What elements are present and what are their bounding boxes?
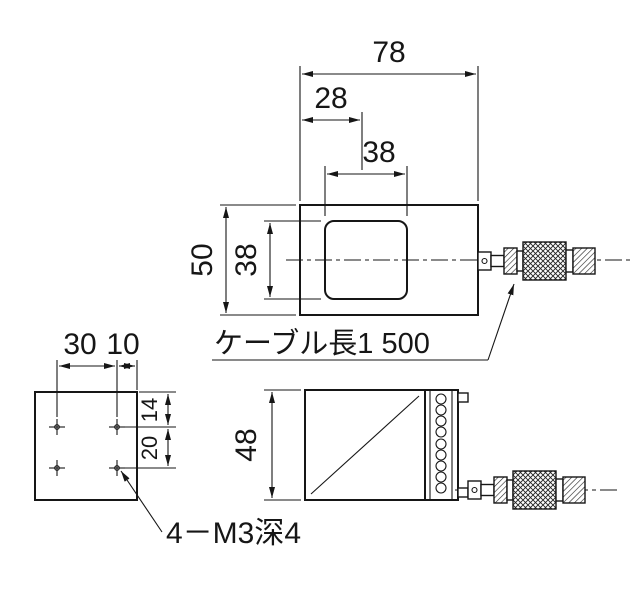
mounting-face-dimensions: 30 10 14 20: [56, 328, 176, 469]
cable-length-label: ケーブル長1 500: [214, 327, 430, 360]
top-view-pocket-outline: [324, 220, 408, 300]
tapped-holes-callout: 4－M3深4: [120, 470, 301, 550]
tapped-hole: [109, 419, 125, 435]
mounting-face-view: [34, 391, 138, 501]
dim-edge-offset-label: 10: [106, 328, 139, 361]
dim-inner-width-label: 38: [362, 136, 395, 169]
side-view-dimensions: 48: [230, 389, 301, 501]
top-view: [286, 204, 632, 316]
top-view-connector: [477, 241, 596, 281]
leader-line: [487, 283, 515, 361]
cable-length-callout: ケーブル長1 500: [212, 283, 515, 361]
mounting-tab: [457, 392, 469, 403]
tapped-hole: [49, 460, 65, 476]
side-view-connector: [467, 470, 586, 510]
dim-hole-pitch-horizontal-label: 30: [63, 328, 96, 361]
terminal-screws: [435, 393, 447, 494]
leader-line: [120, 470, 163, 533]
dim-top-offset-label: 14: [137, 398, 162, 422]
mounting-tab: [457, 487, 469, 498]
dim-overall-width-label: 78: [372, 36, 405, 69]
tapped-hole: [109, 460, 125, 476]
dim-side-height-label: 48: [230, 428, 263, 461]
top-view-dimensions: 78 28 38 50 38: [186, 36, 479, 316]
side-view: [304, 389, 618, 510]
side-view-diagonal: [310, 395, 420, 495]
terminal-strip-outline: [424, 389, 459, 501]
tapped-hole: [49, 419, 65, 435]
mounting-plate-outline: [34, 391, 138, 501]
dim-center-offset-label: 28: [314, 82, 347, 115]
dim-hole-pitch-vertical-label: 20: [137, 436, 162, 460]
dim-inner-height-label: 38: [230, 243, 263, 276]
dim-overall-height-label: 50: [186, 243, 219, 276]
tapped-holes-label: 4－M3深4: [166, 517, 301, 550]
